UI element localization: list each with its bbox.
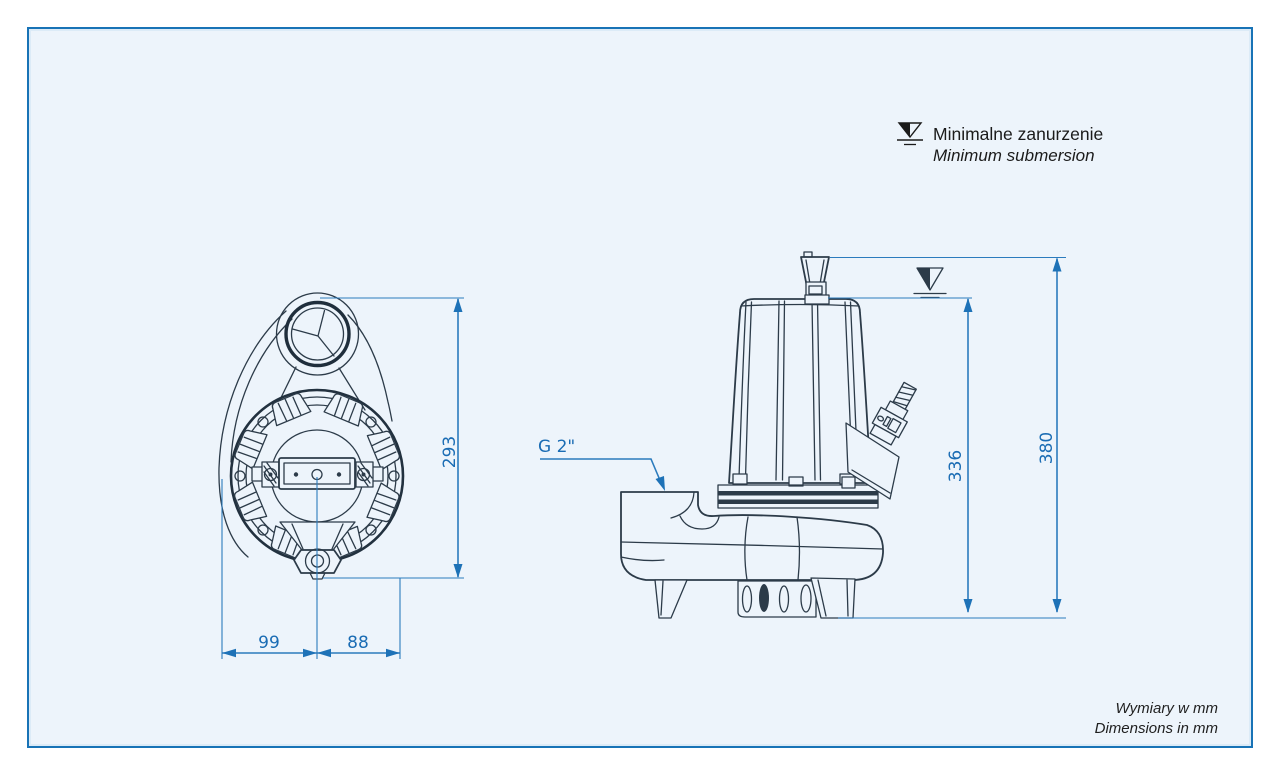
dimension-label-380: 380: [1037, 431, 1057, 465]
dimension-label-336: 336: [946, 449, 966, 483]
dimension-label-99: 99: [258, 633, 280, 653]
water-level-symbol: [913, 267, 947, 299]
legend-subtitle: Minimum submersion: [933, 146, 1095, 165]
units-note: Wymiary w mm Dimensions in mm: [1095, 699, 1218, 739]
legend-title: Minimalne zanurzenie: [933, 124, 1104, 144]
dimension-label-293: 293: [440, 435, 460, 469]
drawing-panel: [27, 27, 1253, 748]
pump-front-view: [218, 292, 405, 580]
dimension-label-88: 88: [347, 633, 369, 653]
outlet-thread-label: G 2": [538, 437, 576, 457]
pump-side-view: [620, 251, 947, 619]
water-level-icon: [897, 122, 923, 146]
units-note-pl: Wymiary w mm: [1115, 700, 1218, 717]
dimension-lines: [221, 256, 1066, 659]
units-note-en: Dimensions in mm: [1094, 720, 1218, 737]
